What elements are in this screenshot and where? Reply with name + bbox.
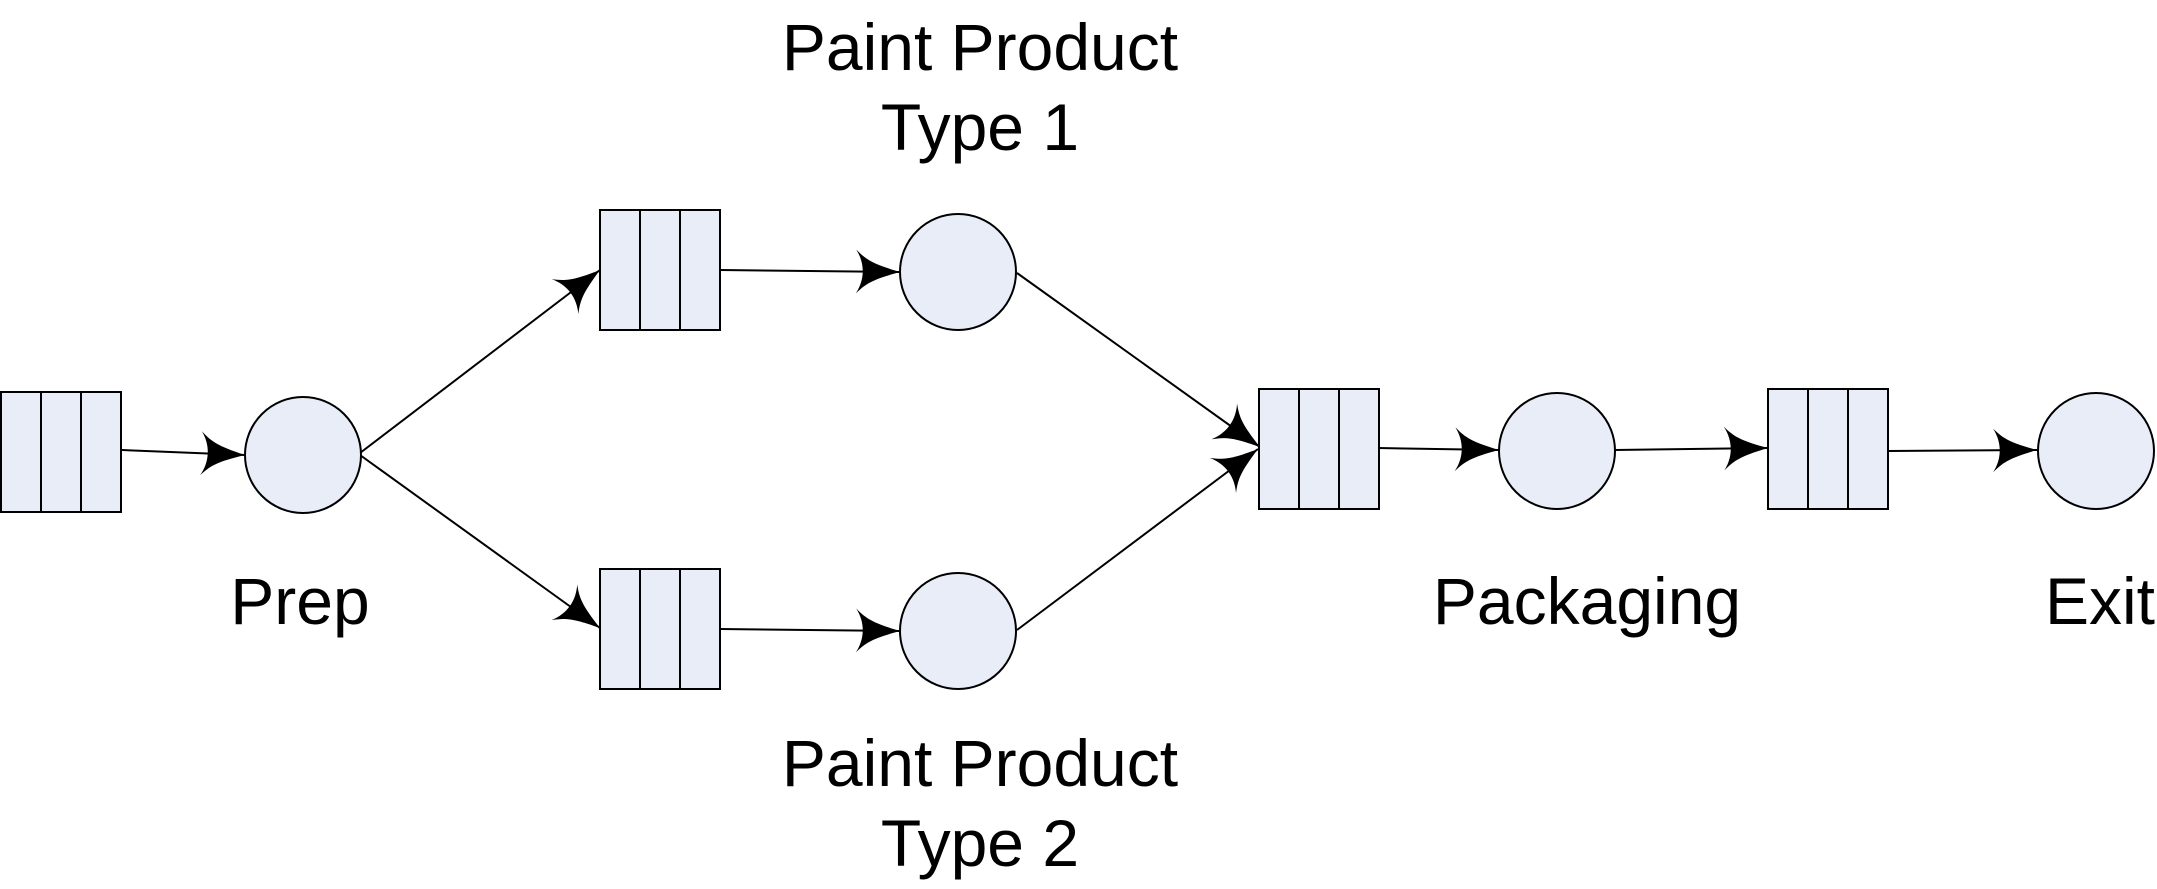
edge-paint1-to-packaging-queue — [1016, 272, 1261, 448]
server-prep — [244, 396, 362, 514]
queue-box — [599, 568, 721, 690]
queue-packaging — [1258, 388, 1380, 510]
server-exit — [2037, 392, 2155, 510]
edge-prep-to-paint2-queue — [359, 454, 601, 629]
queue-box — [1767, 388, 1889, 510]
queue-entry — [0, 391, 122, 513]
edge-paint1-queue-to-server — [719, 249, 901, 294]
label-paint1-line2: Type 1 — [881, 90, 1079, 164]
edge-packaging-queue-to-server — [1377, 427, 1500, 472]
queue-paint2 — [599, 568, 721, 690]
queue-box — [1258, 388, 1380, 510]
label-paint2-line2: Type 2 — [881, 806, 1079, 880]
queue-box — [0, 391, 122, 513]
label-prep: Prep — [230, 564, 369, 638]
edge-paint2-to-packaging-queue — [1016, 448, 1259, 631]
queue-box — [599, 209, 721, 331]
queue-exit — [1767, 388, 1889, 510]
label-paint1-line1: Paint Product — [782, 10, 1178, 84]
edge-exit-queue-to-exit — [1887, 428, 2038, 473]
server-paint1 — [899, 213, 1017, 331]
edge-entry-to-prep — [121, 431, 246, 476]
server-paint2 — [899, 572, 1017, 690]
edge-prep-to-paint1-queue — [359, 269, 601, 454]
label-packaging: Packaging — [1433, 564, 1741, 638]
edge-packaging-to-exit-queue — [1614, 426, 1769, 471]
label-exit: Exit — [2045, 564, 2155, 638]
label-paint2-line1: Paint Product — [782, 726, 1178, 800]
edges — [121, 249, 2038, 653]
server-packaging — [1498, 392, 1616, 510]
edge-paint2-queue-to-server — [719, 608, 901, 653]
queue-paint1 — [599, 209, 721, 331]
